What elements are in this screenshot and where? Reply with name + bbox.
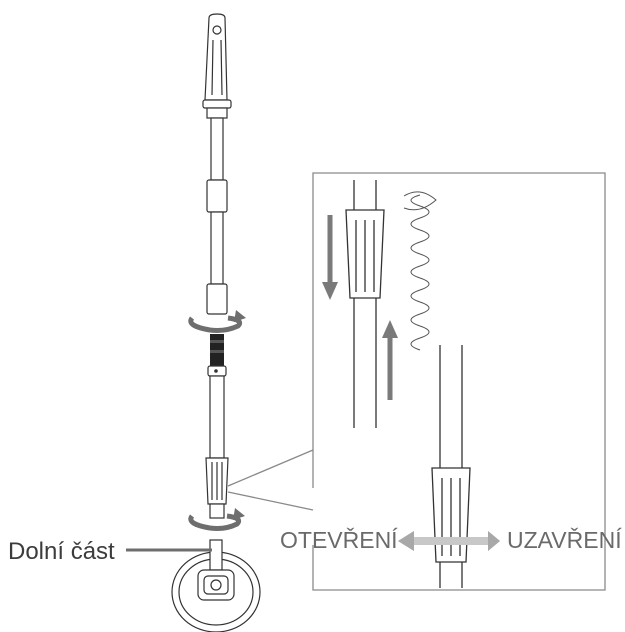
pole-lower-section	[205, 365, 229, 519]
mop-head	[171, 539, 261, 632]
close-label: UZAVŘENÍ	[507, 527, 622, 553]
detail-frame	[227, 172, 606, 591]
arrow-up-icon	[382, 320, 398, 400]
detail-upper-pole	[345, 180, 385, 428]
pole-handle	[202, 13, 232, 119]
arrow-down-icon	[322, 215, 338, 300]
rotate-arrow-icon	[188, 310, 246, 333]
spring	[403, 191, 437, 351]
bottom-part-label: Dolní část	[8, 538, 115, 565]
rotate-arrow-icon	[188, 508, 245, 531]
open-label: OTEVŘENÍ	[280, 527, 398, 553]
double-arrow-icon	[398, 531, 500, 551]
pole-joint	[210, 334, 224, 366]
detail-lower-pole	[431, 345, 471, 588]
pole-upper-section	[206, 117, 228, 315]
